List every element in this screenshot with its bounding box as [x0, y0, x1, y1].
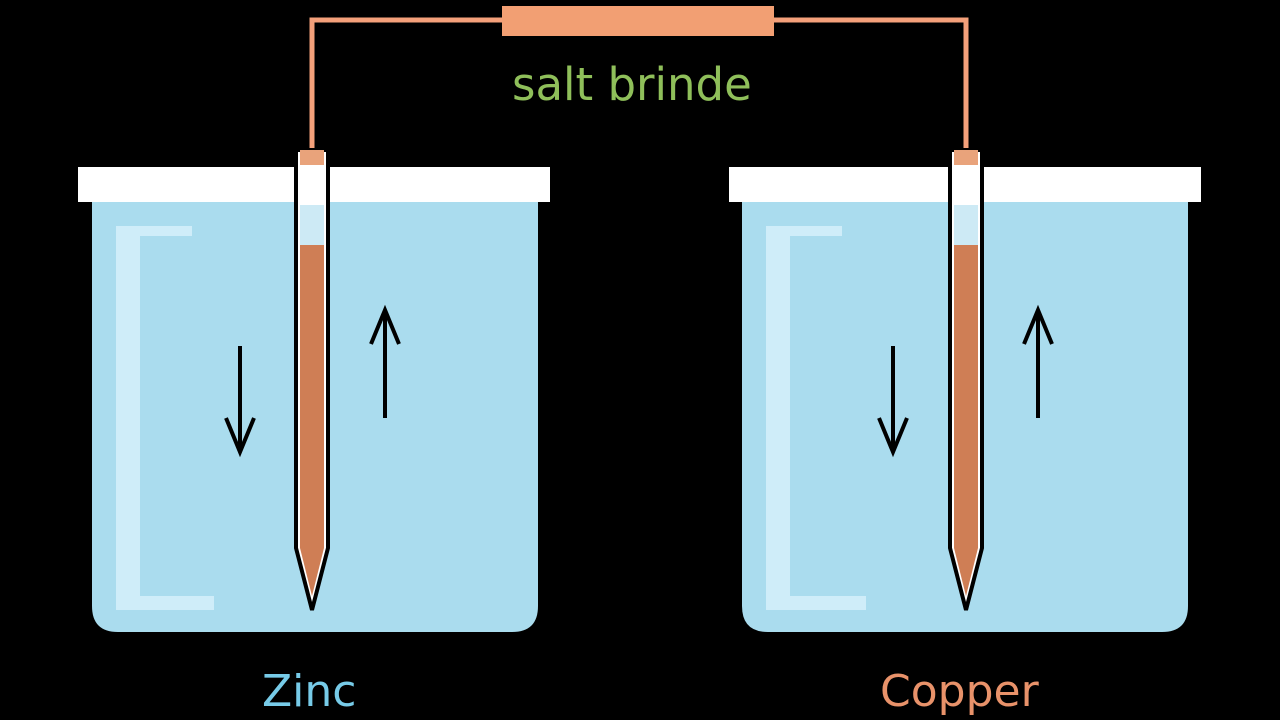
right-electrode-cap — [954, 150, 978, 165]
right-electrode — [948, 148, 984, 611]
left-electrode-cap — [300, 150, 324, 165]
right-electrode-upper-band — [954, 205, 978, 245]
left-electrode-label: Zinc — [262, 666, 357, 717]
salt-bridge-label: salt brinde — [512, 58, 752, 111]
left-electrode-metal — [300, 245, 324, 596]
right-electrode-label: Copper — [880, 666, 1039, 717]
left-electrode — [294, 148, 330, 611]
bridge-bar — [502, 6, 774, 36]
arrow-up-icon — [1022, 304, 1054, 418]
left-electrode-upper-band — [300, 205, 324, 245]
salt-bridge — [309, 6, 969, 148]
arrow-down-icon — [877, 346, 909, 458]
arrow-up-icon — [369, 304, 401, 418]
left-arrows — [224, 304, 401, 458]
right-electrode-metal — [954, 245, 978, 596]
arrow-down-icon — [224, 346, 256, 458]
right-arrows — [877, 304, 1054, 458]
right-beaker-highlight — [766, 226, 866, 610]
left-beaker-highlight — [116, 226, 214, 610]
